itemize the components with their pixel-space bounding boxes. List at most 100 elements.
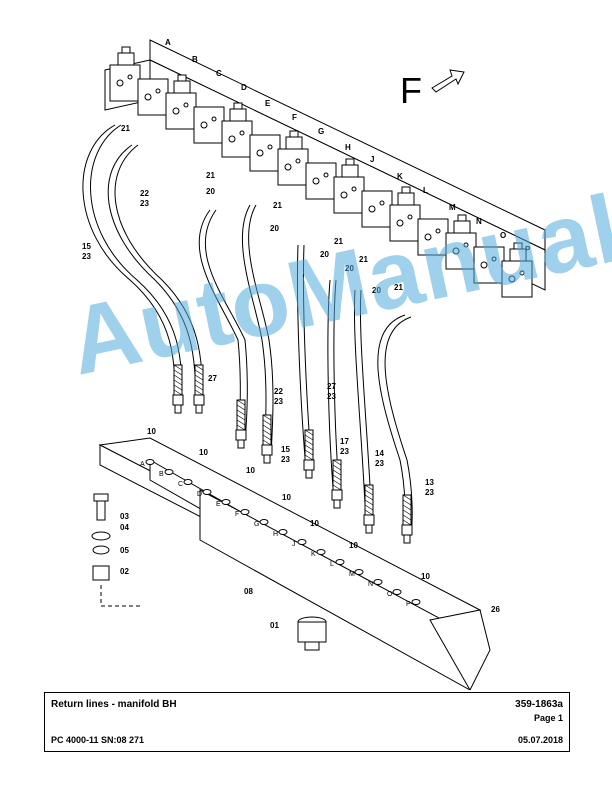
callout-27: 27 <box>208 374 217 383</box>
fastener-parts <box>91 493 140 607</box>
callouts: 21 21 20 21 20 21 20 21 20 20 21 22 23 1… <box>82 124 500 630</box>
hose-end-fitting <box>172 364 184 414</box>
manifold-port: G <box>254 519 269 528</box>
manifold-port: D <box>197 489 212 498</box>
manifold-port-label: B <box>159 471 164 478</box>
manifold-port-label: H <box>273 531 278 538</box>
view-arrow-icon <box>431 69 465 93</box>
callout-23: 23 <box>340 447 349 456</box>
valve-block <box>137 78 169 116</box>
title-block: Return lines - manifold BH 359-1863a Pag… <box>44 692 570 752</box>
hose-lines <box>82 124 413 536</box>
callout-10: 10 <box>282 493 291 502</box>
manifold-port-label: O <box>387 591 393 598</box>
section-letter: O <box>500 231 506 240</box>
parts-drawing: A B C D E F G H J K L M N O P F <box>82 38 546 690</box>
manifold-port: C <box>178 479 193 488</box>
valve-block <box>109 46 141 102</box>
callout-15: 15 <box>82 242 91 251</box>
manifold-port-label: K <box>311 551 316 558</box>
manifold-port-label: D <box>197 491 202 498</box>
callout-21: 21 <box>394 283 403 292</box>
callout-13: 13 <box>425 478 434 487</box>
section-letter: B <box>192 55 198 64</box>
valve-block <box>305 162 337 200</box>
manifold-port: K <box>311 549 326 558</box>
hose-end-fitting <box>235 399 247 449</box>
section-letter: L <box>423 186 428 195</box>
part-01-cap <box>297 616 327 651</box>
view-marker-letter: F <box>400 70 422 111</box>
manifold-port: J <box>292 539 307 548</box>
hose-end-fitting <box>261 414 273 464</box>
callout-21: 21 <box>359 255 368 264</box>
revision-date: 05.07.2018 <box>517 735 563 745</box>
manifold-port-label: E <box>216 501 221 508</box>
hose-end-fitting <box>303 429 315 479</box>
section-letter: F <box>292 113 297 122</box>
valve-block <box>165 74 197 130</box>
callout-23: 23 <box>82 252 91 261</box>
section-letter: G <box>318 127 324 136</box>
manifold-port: M <box>349 569 364 578</box>
callout-23: 23 <box>327 392 336 401</box>
callout-21: 21 <box>206 171 215 180</box>
callout-23: 23 <box>425 488 434 497</box>
section-letter: D <box>241 83 247 92</box>
valve-block <box>361 190 393 228</box>
manifold-port-label: G <box>254 521 259 528</box>
callout-21: 21 <box>334 237 343 246</box>
callout-21: 21 <box>121 124 130 133</box>
callout-02: 02 <box>120 567 129 576</box>
hose-ends <box>172 364 413 544</box>
callout-10: 10 <box>199 448 208 457</box>
callout-22: 22 <box>140 189 149 198</box>
callout-10: 10 <box>147 427 156 436</box>
valve-block <box>445 214 477 270</box>
section-letter: N <box>476 217 482 226</box>
manifold-port: N <box>368 579 383 588</box>
section-letters: A B C D E F G H J K L M N O P <box>165 38 531 254</box>
manifold <box>98 437 491 690</box>
callout-20: 20 <box>206 187 215 196</box>
manifold-port-label: A <box>140 461 145 468</box>
machine-model: PC 4000-11 SN:08 271 <box>51 735 145 745</box>
hose-end-fitting <box>363 484 375 534</box>
section-letter: J <box>370 155 374 164</box>
callout-20: 20 <box>372 286 381 295</box>
view-marker: F <box>400 69 465 111</box>
callout-20: 20 <box>320 250 329 259</box>
callout-21: 21 <box>273 201 282 210</box>
document-number: 359-1863a <box>515 699 563 710</box>
valve-blocks <box>109 46 533 298</box>
section-letter: E <box>265 99 271 108</box>
section-letter: K <box>397 172 403 181</box>
valve-block <box>277 130 309 186</box>
callout-08: 08 <box>244 587 253 596</box>
section-letter: H <box>345 143 351 152</box>
callout-04: 04 <box>120 523 129 532</box>
callout-10: 10 <box>349 541 358 550</box>
hose-end-fitting <box>331 459 343 509</box>
manifold-port-label: L <box>330 561 334 568</box>
drawing-title: Return lines - manifold BH <box>51 699 177 710</box>
manifold-port: B <box>159 469 174 478</box>
callout-23: 23 <box>140 199 149 208</box>
callout-23: 23 <box>375 459 384 468</box>
callout-03: 03 <box>120 512 129 521</box>
manifold-port: H <box>273 529 288 538</box>
valve-block <box>193 106 225 144</box>
valve-block <box>389 186 421 242</box>
section-letter: M <box>449 203 456 212</box>
section-letter: C <box>216 69 222 78</box>
callout-27: 27 <box>327 382 336 391</box>
callout-22: 22 <box>274 387 283 396</box>
callout-05: 05 <box>120 546 129 555</box>
section-letter: A <box>165 38 171 47</box>
manifold-port-label: C <box>178 481 183 488</box>
manifold-port-label: P <box>406 601 411 608</box>
valve-block <box>333 158 365 214</box>
valve-block <box>473 246 505 284</box>
callout-10: 10 <box>310 519 319 528</box>
